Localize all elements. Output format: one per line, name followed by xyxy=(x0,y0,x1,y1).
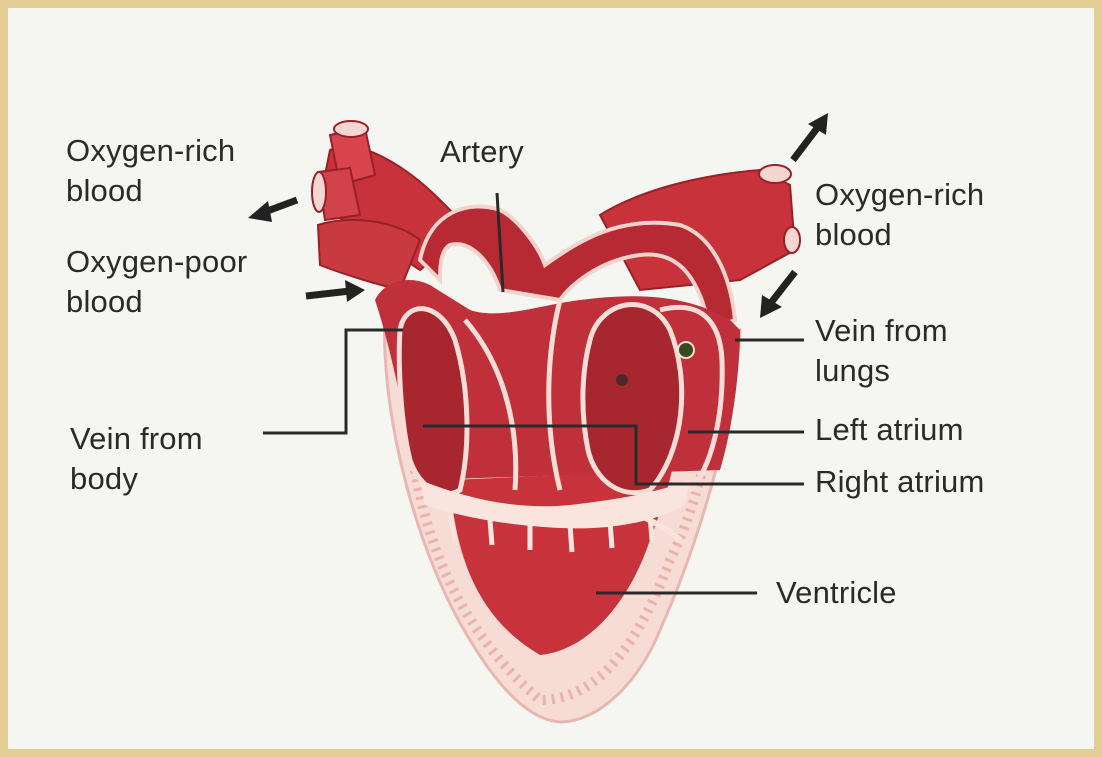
label-oxygen-rich-right-line2: blood xyxy=(815,215,984,255)
label-vein-from-lungs-line2: lungs xyxy=(815,351,948,391)
label-oxygen-poor: Oxygen-poor blood xyxy=(66,242,247,322)
label-oxygen-poor-line2: blood xyxy=(66,282,247,322)
label-oxygen-rich-left: Oxygen-rich blood xyxy=(66,131,235,211)
label-artery-text: Artery xyxy=(440,132,524,172)
label-vein-from-body: Vein from body xyxy=(70,419,203,499)
label-vein-from-lungs: Vein from lungs xyxy=(815,311,948,391)
arrow-oxygen-poor-in xyxy=(306,291,350,296)
label-oxygen-rich-left-line2: blood xyxy=(66,171,235,211)
label-right-atrium-text: Right atrium xyxy=(815,462,985,502)
arrowhead-left-out xyxy=(248,201,272,222)
label-oxygen-rich-left-line1: Oxygen-rich xyxy=(66,131,235,171)
label-oxygen-poor-line1: Oxygen-poor xyxy=(66,242,247,282)
label-ventricle: Ventricle xyxy=(776,573,897,613)
label-left-atrium: Left atrium xyxy=(815,410,964,450)
label-vein-from-body-line1: Vein from xyxy=(70,419,203,459)
label-left-atrium-text: Left atrium xyxy=(815,410,964,450)
label-right-atrium: Right atrium xyxy=(815,462,985,502)
label-vein-from-lungs-line1: Vein from xyxy=(815,311,948,351)
label-oxygen-rich-right-line1: Oxygen-rich xyxy=(815,175,984,215)
leader-vein-from-body xyxy=(263,330,403,433)
label-oxygen-rich-right: Oxygen-rich blood xyxy=(815,175,984,255)
arrow-oxygen-rich-out-right xyxy=(793,127,818,160)
label-vein-from-body-line2: body xyxy=(70,459,203,499)
heart-illustration xyxy=(312,121,800,722)
arrowhead-poor-in xyxy=(345,280,365,302)
label-ventricle-text: Ventricle xyxy=(776,573,897,613)
label-artery: Artery xyxy=(440,132,524,172)
arrow-vein-from-lungs-in xyxy=(770,272,795,304)
